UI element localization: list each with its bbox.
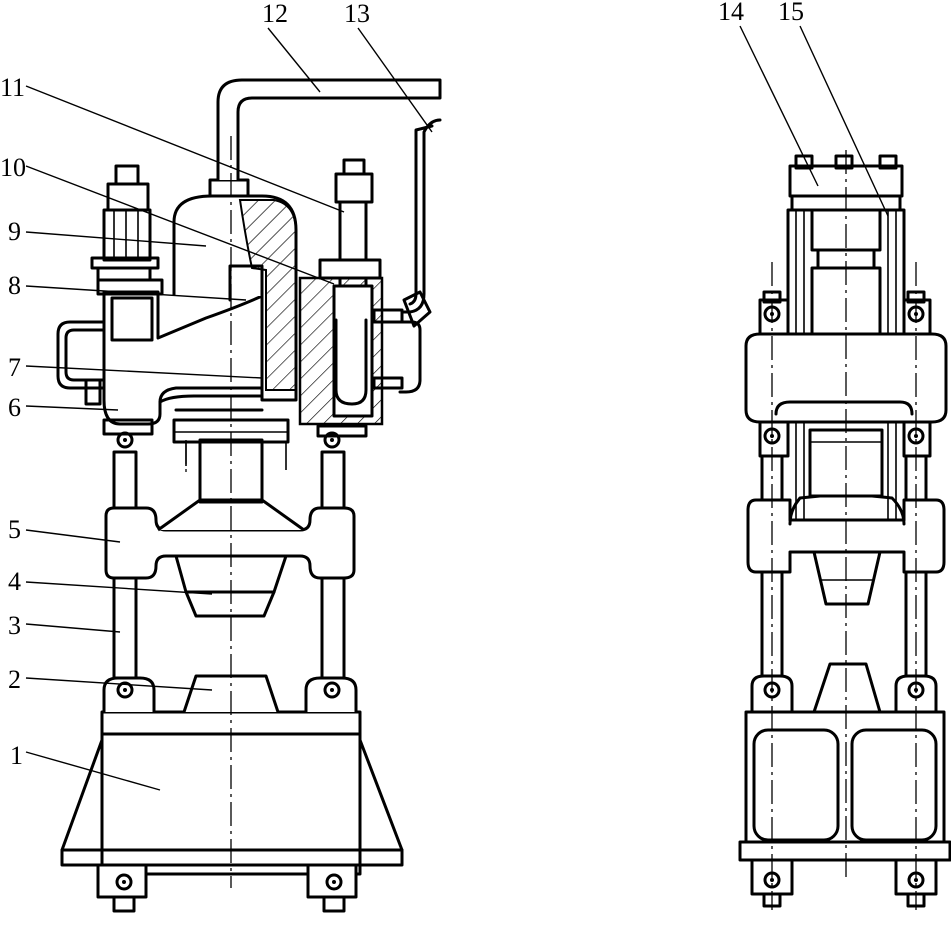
callout-3: 3 — [8, 611, 21, 640]
front-view — [56, 78, 442, 913]
callout-6: 6 — [8, 393, 21, 422]
leader-lines — [25, 25, 889, 791]
callout-8: 8 — [8, 271, 21, 300]
callout-7: 7 — [8, 353, 21, 382]
callout-4: 4 — [8, 567, 21, 596]
return-pipe — [400, 118, 442, 328]
callout-15: 15 — [778, 0, 804, 26]
side-valve — [298, 158, 404, 438]
side-view — [738, 150, 951, 910]
base-frame — [60, 710, 404, 913]
callout-14: 14 — [718, 0, 744, 26]
callout-10: 10 — [0, 153, 26, 182]
callout-5: 5 — [8, 515, 21, 544]
callout-13: 13 — [344, 0, 370, 28]
callout-2: 2 — [8, 665, 21, 694]
callout-1: 1 — [10, 741, 23, 770]
moving-crosshead — [104, 506, 356, 580]
callout-9: 9 — [8, 217, 21, 246]
supply-pipe — [216, 78, 442, 180]
callout-11: 11 — [0, 73, 25, 102]
callout-labels: 1 2 3 4 5 6 7 8 9 10 11 12 13 14 15 — [0, 0, 804, 770]
callout-12: 12 — [262, 0, 288, 28]
